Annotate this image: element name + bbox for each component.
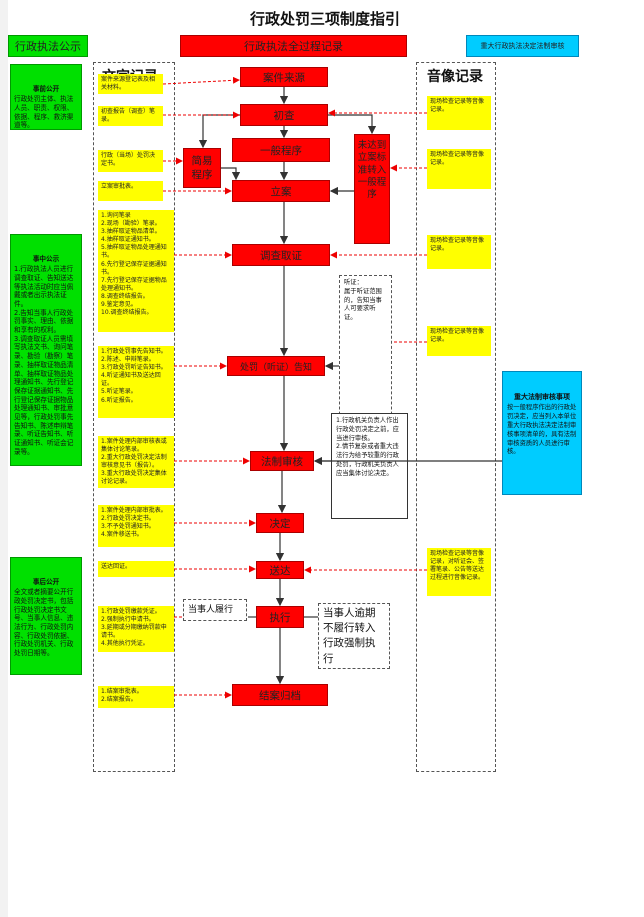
arrow-text-case [162, 76, 240, 85]
step-transfer-general: 未达到立案标准转入一般程序 [354, 134, 390, 244]
step-delivery: 送达 [256, 561, 304, 579]
text-record-notice: 1.行政处罚事先告知书。 2.陈述、申辩笔录。 3.行政处罚听证告知书。 4.听… [98, 346, 174, 418]
page-title: 行政处罚三项制度指引 [249, 10, 400, 28]
text-record-filing: 立案审批表。 [98, 181, 163, 201]
step-case-source: 案件来源 [240, 67, 328, 87]
step-investigation: 调查取证 [232, 244, 330, 266]
av-record-general: 现场检查记录等音像记录。 [427, 149, 491, 189]
text-record-investigation: 1.询问笔录 2.现场（勘验）笔录。 3.抽样取证物品清单。 4.抽样取证通知书… [98, 210, 174, 332]
arrow-initial-to-transfer [328, 114, 377, 135]
step-simple-procedure: 简易程序 [183, 148, 221, 188]
arrow-initial-to-simple [198, 114, 240, 149]
step-execution: 执行 [256, 606, 304, 628]
note-fulfilled: 当事人履行 [183, 599, 247, 621]
header-publicity: 行政执法公示 [8, 35, 88, 57]
av-record-initial: 现场检查记录等音像记录。 [427, 96, 491, 130]
note-not-fulfilled: 当事人逾期不履行转入行政强制执行 [318, 603, 390, 669]
av-record-investigation: 现场检查记录等音像记录。 [427, 235, 491, 269]
publicity-after-body: 全文或者摘要公开行政处罚决定书，包括行政处罚决定书文号、当事人信息、违法行为、行… [14, 588, 74, 658]
publicity-before-body: 行政处罚主体、执法人员、职责、权限、依据、程序、救济渠道等。 [14, 95, 74, 130]
legal-review-panel-body: 按一般程序作出的行政处罚决定，应当列入本单位重大行政执法决定法制审核事项清单的，… [507, 404, 577, 456]
step-decision: 决定 [256, 513, 304, 533]
text-record-simple-decision: 行政（当场）处罚决定书。 [98, 150, 163, 172]
step-archiving: 结案归档 [232, 684, 328, 706]
text-record-legal-review: 1.案件处理内部审核表或集体讨论笔录。 2.重大行政处罚决定法制审核意见书（报告… [98, 436, 174, 488]
publicity-after: 事后公开全文或者摘要公开行政处罚决定书，包括行政处罚决定书文号、当事人信息、违法… [10, 557, 82, 675]
av-record-delivery: 现场检查记录等音像记录，对听证会、签署笔录、公告等送达过程进行音像记录。 [427, 548, 491, 596]
header-legal-review: 重大行政执法决定法制审核 [466, 35, 579, 57]
header-full-process-record: 行政执法全过程记录 [180, 35, 407, 57]
step-initial-review: 初查 [240, 104, 328, 126]
text-record-execution: 1.行政处罚缴款凭证。 2.强制执行申请书。 3.延期或分期缴纳罚款申请书。 4… [98, 606, 174, 652]
text-record-archiving: 1.结案审批表。 2.结案报告。 [98, 686, 174, 708]
publicity-before: 事前公开行政处罚主体、执法人员、职责、权限、依据、程序、救济渠道等。 [10, 64, 82, 130]
legal-review-panel-title: 重大法制审核事项 [514, 392, 570, 401]
publicity-after-title: 事后公开 [32, 578, 60, 587]
step-notice: 处罚（听证）告知 [227, 356, 325, 376]
publicity-during-title: 事中公示 [32, 255, 60, 264]
page-edge [0, 0, 8, 917]
av-record-title: 音像记录 [427, 69, 483, 85]
note-review: 1.行政机关负责人作出行政处罚决定之前，应当进行审核。 2.情节复杂或者重大违法… [331, 413, 408, 519]
legal-review-panel: 重大法制审核事项按一般程序作出的行政处罚决定，应当列入本单位重大行政执法决定法制… [502, 371, 582, 495]
publicity-during-body: 1.行政执法人员进行调查取证、告知送达等执法活动时应当佩戴或者出示执法证件。 2… [14, 265, 74, 456]
text-record-delivery: 送达回证。 [98, 561, 174, 577]
av-record-notice: 现场检查记录等音像记录。 [427, 326, 491, 356]
text-record-case-source: 案件来源登记表及相关材料。 [98, 74, 163, 94]
step-filing: 立案 [232, 180, 330, 202]
arrow-simple-to-filing [221, 167, 241, 181]
text-record-decision: 1.案件处理内部审批表。 2.行政处罚决定书。 3.不予处罚通知书。 4.案件移… [98, 505, 174, 547]
step-legal-review: 法制审核 [250, 451, 314, 471]
publicity-before-title: 事前公开 [32, 85, 60, 94]
text-record-initial-review: 初查报告（调查）笔录。 [98, 106, 163, 126]
step-general-procedure: 一般程序 [232, 138, 330, 162]
